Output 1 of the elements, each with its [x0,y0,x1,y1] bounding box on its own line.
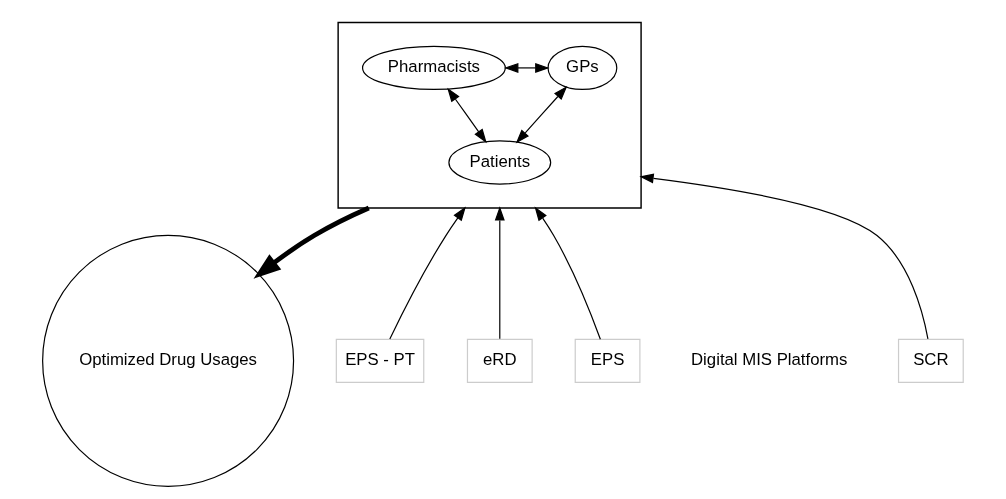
label: Digital MIS Platforms [691,350,848,370]
